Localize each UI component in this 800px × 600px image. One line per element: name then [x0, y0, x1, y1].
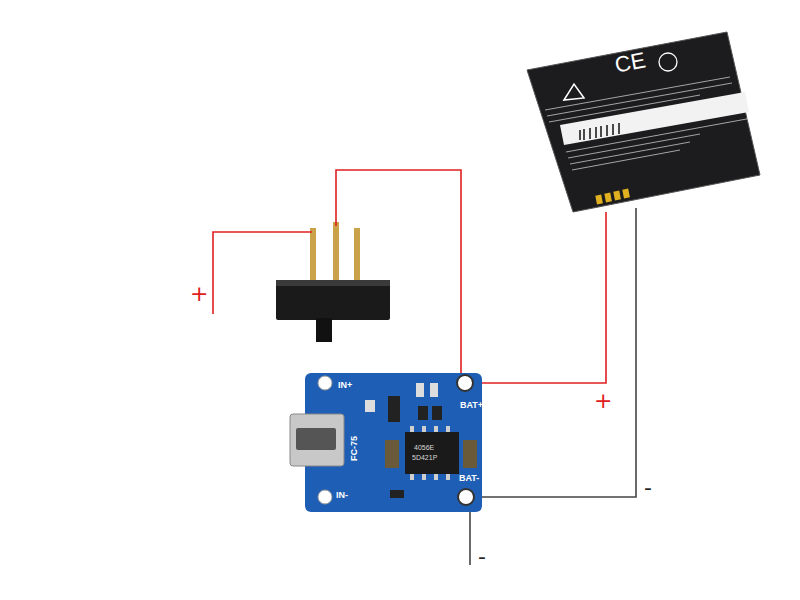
pin-label: BAT+ [460, 401, 483, 410]
polarity-sign: - [644, 477, 652, 499]
pin-label: IN+ [338, 381, 352, 390]
board-label: FC-75 [350, 436, 359, 461]
battery [527, 32, 760, 212]
polarity-sign: + [190, 283, 208, 305]
certification-mark: CE [613, 49, 647, 76]
chip-marking: 4056E [414, 444, 434, 451]
chip-marking: 5D421P [412, 454, 437, 461]
slide-switch [276, 222, 390, 342]
pin-label: BAT- [459, 474, 479, 483]
charger-board [290, 373, 482, 512]
wires [213, 170, 636, 565]
pin-label: IN- [336, 491, 348, 500]
polarity-sign: + [594, 390, 612, 412]
polarity-sign: - [478, 546, 486, 568]
